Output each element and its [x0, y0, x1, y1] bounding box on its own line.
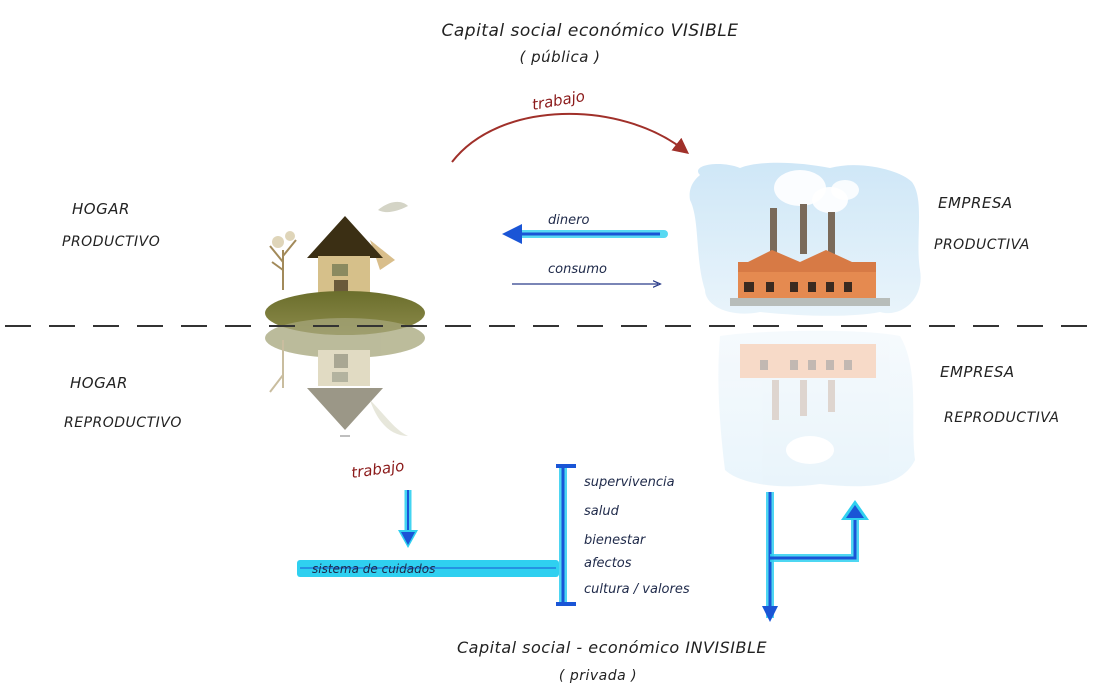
empresa-reproductiva-label-2: REPRODUCTIVA — [944, 410, 1059, 426]
empresa-productiva-label-1: EMPRESA — [938, 194, 1013, 212]
empresa-reproductiva-label-1: EMPRESA — [940, 363, 1015, 381]
flow-connector-arrow — [762, 492, 869, 622]
bracket-item-salud: salud — [584, 504, 620, 519]
hogar-productivo-label-2: PRODUCTIVO — [62, 234, 160, 250]
factory-icon — [689, 162, 921, 316]
bottom-title-line2: ( privada ) — [559, 668, 637, 684]
consumo-label: consumo — [548, 262, 607, 277]
house-reflection-icon — [265, 318, 425, 437]
trabajo-bottom-label: trabajo — [350, 457, 405, 482]
bracket-item-supervivencia: supervivencia — [584, 475, 675, 490]
hogar-reproductivo-label-1: HOGAR — [70, 374, 128, 392]
bracket-item-bienestar: bienestar — [584, 533, 647, 548]
trabajo-bottom-arrow — [398, 490, 418, 548]
trabajo-top-arrow — [451, 112, 690, 163]
bracket-item-cultura-valores: cultura / valores — [584, 582, 690, 597]
trabajo-top-label: trabajo — [531, 87, 587, 114]
bottom-title-line1: Capital social - económico INVISIBLE — [457, 638, 767, 657]
hogar-reproductivo-label-2: REPRODUCTIVO — [64, 415, 182, 431]
sistema-cuidados-band — [297, 560, 559, 577]
dinero-arrow — [502, 224, 668, 244]
factory-reflection-icon — [718, 330, 915, 487]
hogar-productivo-label-1: HOGAR — [72, 200, 130, 218]
top-title-line1: Capital social económico VISIBLE — [441, 21, 738, 41]
top-title-line2: ( pública ) — [519, 48, 600, 66]
sistema-cuidados-label: sistema de cuidados — [312, 562, 435, 576]
bracket-brace — [556, 464, 576, 606]
bracket-item-afectos: afectos — [584, 556, 632, 571]
house-icon — [265, 201, 425, 335]
dinero-label: dinero — [548, 213, 589, 228]
empresa-productiva-label-2: PRODUCTIVA — [934, 237, 1030, 253]
